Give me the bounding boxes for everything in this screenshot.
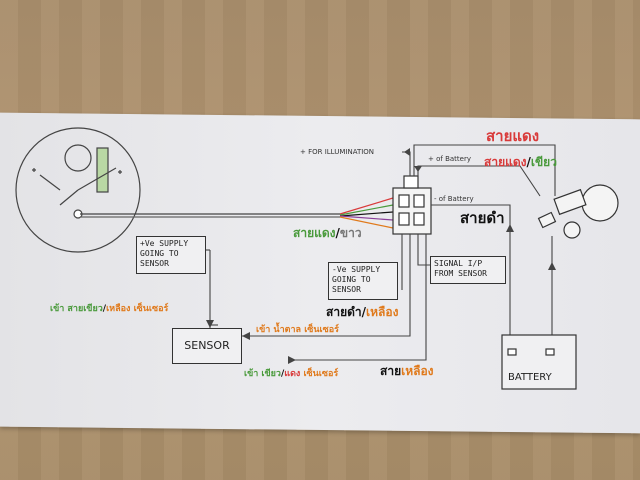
yellow-wire-label: สายเหลือง bbox=[380, 362, 434, 381]
red-green-part-a: สายแดง bbox=[484, 155, 527, 169]
battery-label: BATTERY bbox=[508, 372, 552, 383]
signal-input-box: SIGNAL I/P FROM SENSOR bbox=[430, 256, 506, 284]
red-white-part-a: สายแดง bbox=[293, 226, 336, 240]
black-yellow-separator: / bbox=[361, 305, 367, 319]
negative-supply-line-1: -Ve SUPPLY bbox=[332, 265, 381, 274]
sensor-box: SENSOR bbox=[172, 328, 242, 364]
green-red-sensor-label: เข้า เขียว/แดง เซ็นเซอร์ bbox=[244, 366, 338, 380]
positive-supply-line-3: SENSOR bbox=[140, 259, 169, 268]
red-green-separator: / bbox=[526, 155, 531, 169]
yellow-wire-part-b: เหลือง bbox=[401, 364, 434, 378]
battery-icon bbox=[501, 334, 577, 390]
arrows bbox=[206, 148, 556, 364]
illumination-label: + FOR ILLUMINATION bbox=[300, 148, 375, 156]
red-white-wire-label: สายแดง/ขาว bbox=[293, 224, 362, 243]
red-white-separator: / bbox=[335, 226, 340, 240]
brown-sensor-label: เข้า น้ำตาล เซ็นเซอร์ bbox=[256, 322, 339, 336]
green-yellow-part-a: เข้า สายเขียว bbox=[50, 304, 103, 314]
brown-part-b: เซ็นเซอร์ bbox=[304, 325, 339, 335]
black-yellow-part-b: เหลือง bbox=[366, 305, 399, 319]
ignition-key-icon bbox=[537, 184, 619, 239]
negative-supply-line-2: GOING TO bbox=[332, 275, 371, 284]
green-red-separator: / bbox=[280, 369, 285, 379]
signal-input-line-2: FROM SENSOR bbox=[434, 269, 487, 278]
negative-supply-line-3: SENSOR bbox=[332, 285, 361, 294]
positive-supply-line-2: GOING TO bbox=[140, 249, 179, 258]
sensor-label: SENSOR bbox=[184, 339, 230, 352]
brown-part-a: เข้า น้ำตาล bbox=[256, 325, 302, 335]
green-yellow-separator: / bbox=[102, 304, 107, 314]
black-wire-label: สายดำ bbox=[460, 209, 505, 227]
red-wire-label: สายแดง bbox=[486, 127, 540, 145]
positive-supply-box: +Ve SUPPLY GOING TO SENSOR bbox=[136, 236, 206, 274]
red-green-wire-label: สายแดง/เขียว bbox=[484, 153, 557, 172]
green-red-part-c: เซ็นเซอร์ bbox=[303, 369, 339, 379]
green-yellow-sensor-label: เข้า สายเขียว/เหลือง เซ็นเซอร์ bbox=[50, 301, 168, 315]
connector-block-icon bbox=[392, 175, 432, 235]
positive-supply-line-1: +Ve SUPPLY bbox=[140, 239, 189, 248]
green-red-part-a: เข้า เขียว bbox=[244, 369, 281, 379]
red-white-part-b: ขาว bbox=[339, 226, 362, 240]
green-yellow-part-c: เซ็นเซอร์ bbox=[133, 304, 169, 314]
black-yellow-wire-label: สายดำ/เหลือง bbox=[326, 303, 398, 322]
minus-battery-label: - of Battery bbox=[434, 195, 474, 203]
yellow-wire-part-a: สาย bbox=[380, 364, 402, 378]
plus-battery-label: + of Battery bbox=[428, 155, 471, 163]
black-yellow-part-a: สายดำ bbox=[326, 305, 362, 319]
gauge-dial-icon bbox=[15, 127, 141, 253]
negative-supply-box: -Ve SUPPLY GOING TO SENSOR bbox=[328, 262, 398, 300]
signal-input-line-1: SIGNAL I/P bbox=[434, 259, 483, 268]
green-red-part-b: แดง bbox=[284, 369, 301, 379]
red-green-part-b: เขียว bbox=[530, 155, 557, 169]
green-yellow-part-b: เหลือง bbox=[106, 304, 131, 314]
cable-bundle bbox=[80, 197, 394, 229]
